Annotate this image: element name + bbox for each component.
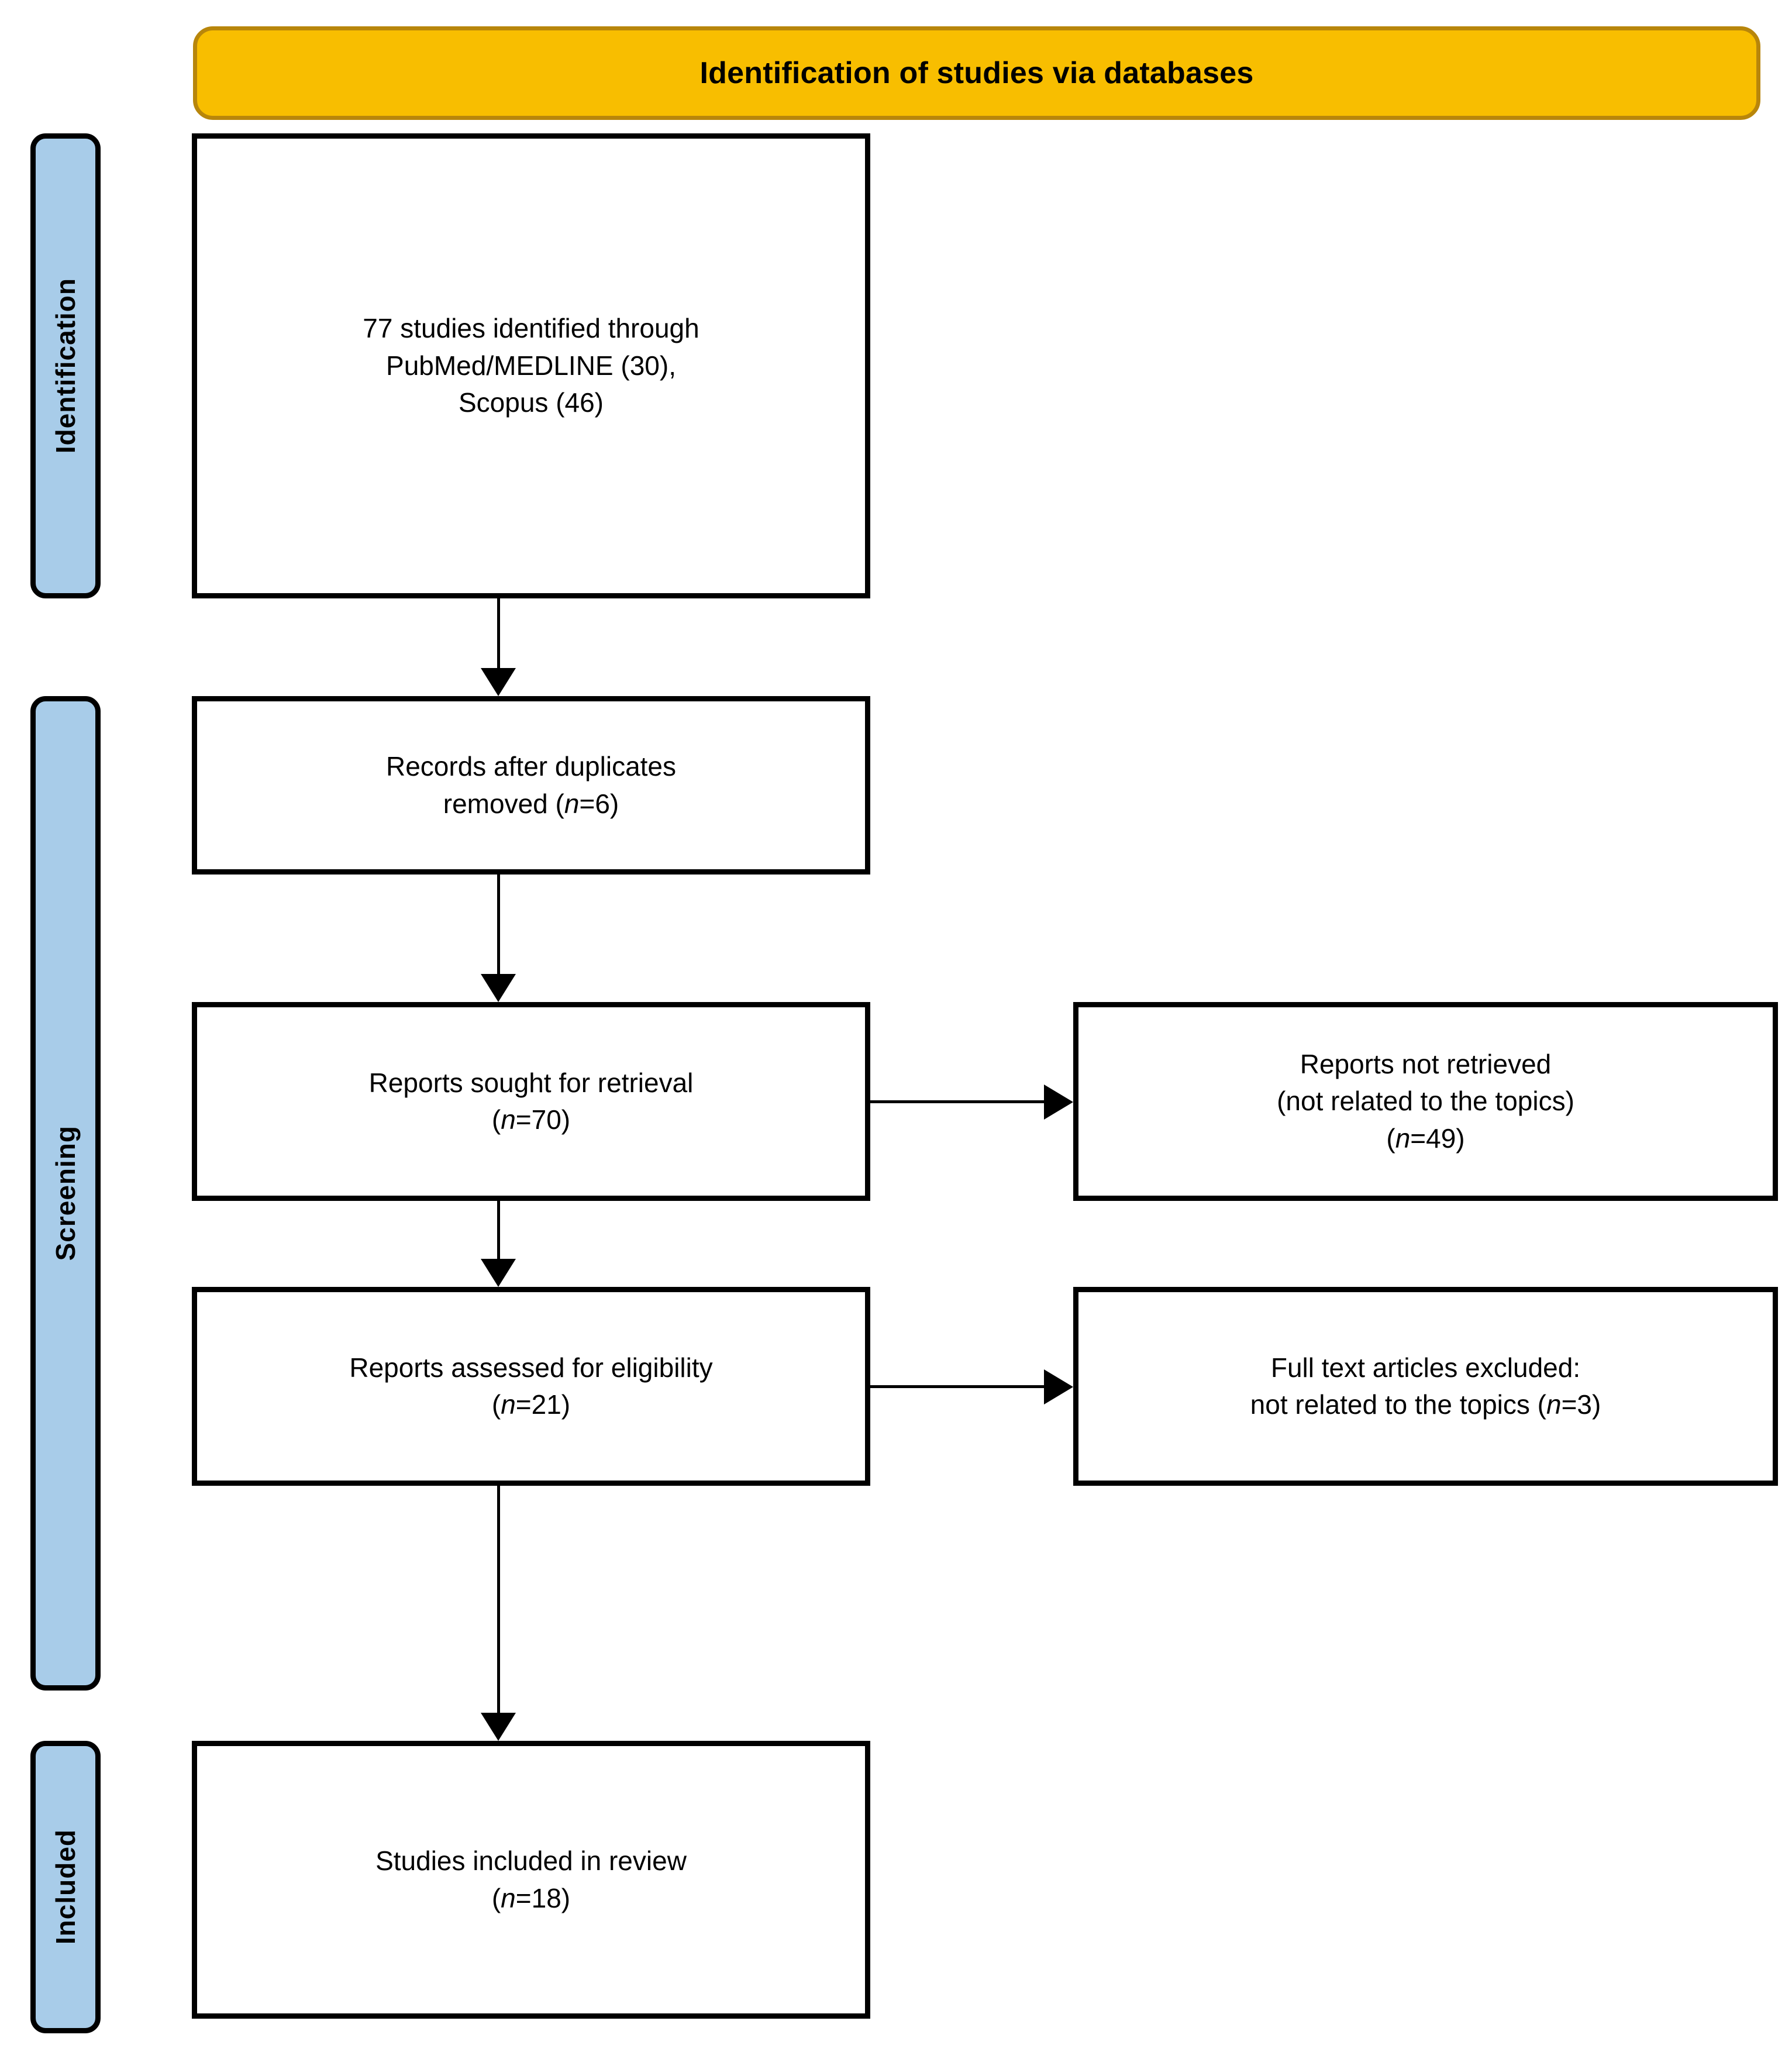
assessed-n-symbol: n <box>501 1389 516 1420</box>
identified-line1: 77 studies identified through <box>363 313 699 344</box>
flow-box-reports-sought: Reports sought for retrieval (n=70) <box>192 1002 870 1201</box>
connector-line-duplicates-to-sought <box>497 875 500 979</box>
flow-box-studies-included: Studies included in review (n=18) <box>192 1741 870 2019</box>
duplicates-line1: Records after duplicates <box>385 751 677 782</box>
excluded-n-symbol: n <box>1546 1389 1562 1420</box>
sought-line1: Reports sought for retrieval <box>368 1067 694 1098</box>
identified-line2: PubMed/MEDLINE (30), <box>386 350 676 381</box>
included-line2-pre: ( <box>491 1882 501 1913</box>
connector-line-assessed-to-excluded <box>870 1385 1046 1388</box>
connector-line-identified-to-duplicates <box>497 598 500 673</box>
assessed-line2-post: =21) <box>515 1389 571 1420</box>
included-line2-post: =18) <box>515 1882 571 1913</box>
stage-bar-included: Included <box>30 1741 101 2033</box>
flow-box-full-text-excluded: Full text articles excluded: not related … <box>1073 1287 1778 1486</box>
flow-box-text: Reports not retrieved (not related to the… <box>1277 1046 1574 1157</box>
excluded-line2-post: =3) <box>1561 1389 1601 1420</box>
assessed-line2-pre: ( <box>491 1389 501 1420</box>
sought-line2-post: =70) <box>515 1104 571 1135</box>
sought-line2-pre: ( <box>491 1104 501 1135</box>
assessed-line1: Reports assessed for eligibility <box>349 1352 713 1383</box>
flow-box-text: Full text articles excluded: not related … <box>1250 1349 1601 1424</box>
included-n-symbol: n <box>501 1882 516 1913</box>
flow-box-text: Records after duplicates removed (n=6) <box>386 748 676 822</box>
not-retrieved-n-symbol: n <box>1395 1123 1411 1154</box>
arrowhead-down-icon <box>481 1259 516 1287</box>
connector-line-sought-to-not-retrieved <box>870 1100 1046 1103</box>
duplicates-line2-post: =6) <box>579 788 619 819</box>
duplicates-n-symbol: n <box>564 788 580 819</box>
flow-box-text: Studies included in review (n=18) <box>375 1843 687 1917</box>
arrowhead-right-icon <box>1044 1369 1073 1404</box>
arrowhead-down-icon <box>481 974 516 1002</box>
stage-label-identification: Identification <box>50 278 81 454</box>
excluded-line2-pre: not related to the topics ( <box>1250 1389 1546 1420</box>
stage-bar-identification: Identification <box>30 133 101 598</box>
flow-box-text: Reports sought for retrieval (n=70) <box>369 1065 694 1139</box>
arrowhead-down-icon <box>481 668 516 696</box>
identified-line3: Scopus (46) <box>458 387 604 418</box>
flow-box-reports-assessed: Reports assessed for eligibility (n=21) <box>192 1287 870 1486</box>
stage-label-included: Included <box>50 1829 81 1945</box>
not-retrieved-line3-post: =49) <box>1410 1123 1465 1154</box>
flow-box-records-after-duplicates: Records after duplicates removed (n=6) <box>192 696 870 875</box>
header-banner: Identification of studies via databases <box>193 26 1760 120</box>
flow-box-text: Reports assessed for eligibility (n=21) <box>349 1349 712 1424</box>
duplicates-line2-pre: removed ( <box>443 788 564 819</box>
stage-label-screening: Screening <box>50 1125 81 1261</box>
not-retrieved-line2: (not related to the topics) <box>1277 1086 1574 1117</box>
sought-n-symbol: n <box>501 1104 516 1135</box>
included-line1: Studies included in review <box>375 1846 687 1877</box>
not-retrieved-line1: Reports not retrieved <box>1300 1048 1552 1079</box>
arrowhead-right-icon <box>1044 1085 1073 1120</box>
not-retrieved-line3-pre: ( <box>1386 1123 1395 1154</box>
header-title: Identification of studies via databases <box>699 56 1254 90</box>
connector-line-assessed-to-included <box>497 1486 500 1713</box>
flow-box-reports-not-retrieved: Reports not retrieved (not related to the… <box>1073 1002 1778 1201</box>
excluded-line1: Full text articles excluded: <box>1270 1352 1581 1383</box>
arrowhead-down-icon <box>481 1713 516 1741</box>
connector-line-sought-to-assessed <box>497 1201 500 1259</box>
stage-bar-screening: Screening <box>30 696 101 1691</box>
